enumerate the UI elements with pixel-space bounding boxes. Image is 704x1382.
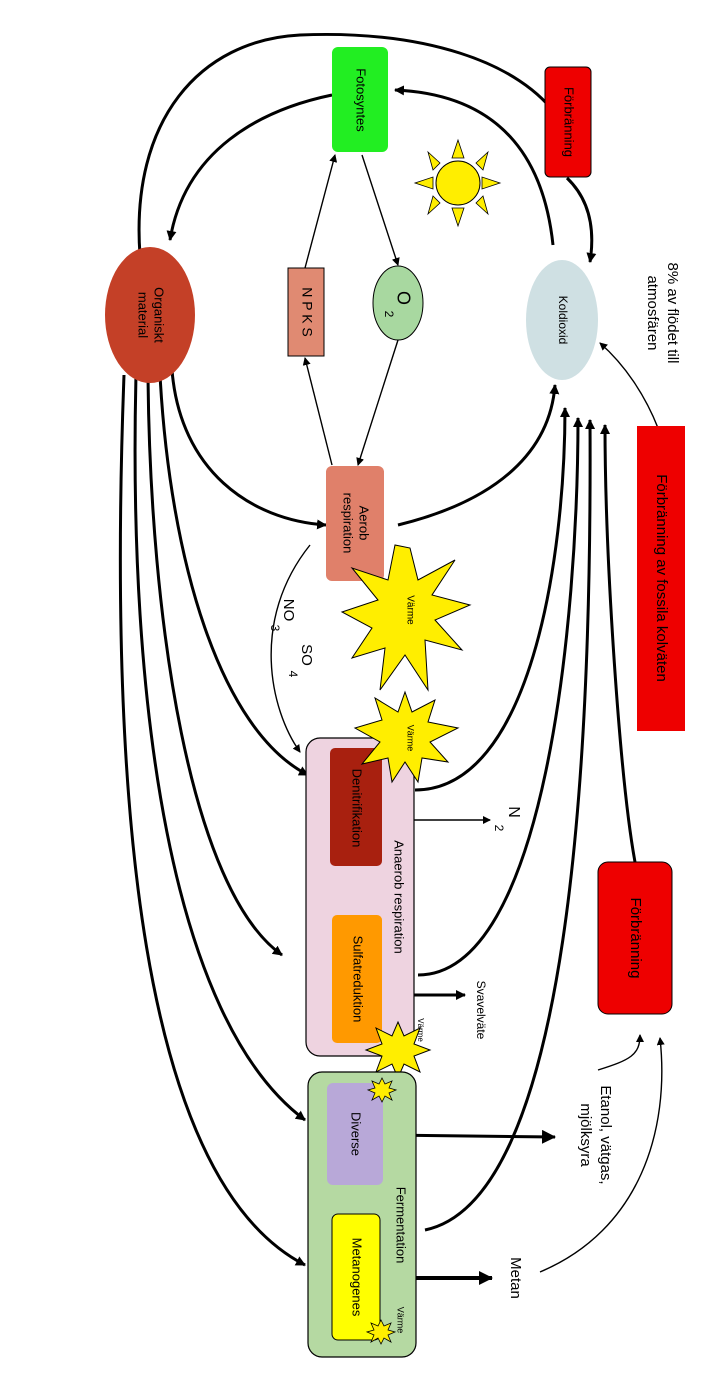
- denitrifikation-label: Denitrifikation: [350, 769, 365, 848]
- arrow-o2-to-aerob: [356, 339, 399, 466]
- fossil-node: Förbränning av fossila kolväten: [637, 426, 685, 731]
- arrow-organiskt-to-sulfatreduktion: [146, 374, 283, 957]
- arrow-sulfat-to-koldioxid: [417, 417, 583, 977]
- atmosfar-note: 8% av flödet till atmosfären: [644, 263, 681, 364]
- n2-label: N: [505, 806, 522, 818]
- forbranning-top-node: Förbränning: [544, 66, 592, 178]
- no3-label: NO: [280, 599, 297, 622]
- arrow-koldioxid-to-fotosyntes: [394, 85, 555, 246]
- o2-subscript: 2: [382, 311, 396, 318]
- so4-label: SO: [298, 644, 315, 666]
- fotosyntes-node: Fotosyntes: [332, 47, 388, 152]
- aerob-node: Aerob respiration: [326, 466, 384, 581]
- heat-label-medium: Värme: [406, 725, 416, 752]
- arrow-fermentation-to-koldioxid: [424, 419, 596, 1232]
- forbranning-top-label: Förbränning: [562, 87, 577, 157]
- fermentation-label: Fermentation: [394, 1187, 409, 1264]
- o2-node: O 2: [372, 265, 424, 341]
- heat-label-large: Värme: [404, 595, 415, 625]
- metanogenes-box: [331, 1213, 381, 1341]
- npks-label: N P K S: [299, 287, 315, 337]
- etanol-line1: Etanol, vätgas,: [597, 1085, 614, 1184]
- arrow-forbranning-to-koldioxid: [565, 176, 597, 263]
- atmos-line1: 8% av flödet till: [664, 263, 681, 364]
- atmos-line2: atmosfären: [644, 275, 661, 350]
- anaerob-group: Denitrifikation Anaerob respiration Sulf…: [305, 737, 415, 1057]
- fossil-label: Förbränning av fossila kolväten: [653, 474, 670, 682]
- electron-acceptors: NO 3 SO 4: [268, 599, 315, 678]
- fotosyntes-label: Fotosyntes: [354, 68, 369, 132]
- sulfatreduktion-box: [332, 915, 382, 1043]
- diverse-label: Diverse: [349, 1112, 364, 1156]
- heat-burst-medium: Värme: [353, 690, 460, 784]
- npks-box: [287, 267, 325, 357]
- etanol-line2: mjölksyra: [577, 1103, 594, 1167]
- o2-label: O: [393, 291, 413, 305]
- heat-burst-tiny-diverse: [366, 1077, 398, 1103]
- metan-label: Metan: [507, 1257, 524, 1299]
- heat-burst-tiny-metanogenes: [365, 1319, 397, 1345]
- o2-ellipse: [372, 265, 424, 341]
- arrow-aerob-to-anaerob: [270, 544, 311, 753]
- forbranning-right-box: [597, 861, 673, 1015]
- organiskt-material-node: Organiskt material: [105, 247, 195, 383]
- arrow-etanol-to-forbranning: [597, 1034, 644, 1071]
- organiskt-label-line2: material: [136, 292, 151, 338]
- fossil-box: [637, 426, 685, 731]
- sun-icon: [413, 138, 502, 228]
- arrow-organiskt-to-diverse: [133, 374, 306, 1122]
- organiskt-ellipse: [105, 247, 195, 383]
- arrow-fotosyntes-to-o2: [361, 154, 400, 266]
- etanol-product: Etanol, vätgas, mjölksyra: [577, 1085, 614, 1184]
- diverse-box: [327, 1083, 383, 1185]
- heat-label-small: Värme: [416, 1018, 425, 1042]
- koldioxid-ellipse: [526, 260, 598, 380]
- sulfatreduktion-label: Sulfatreduktion: [351, 936, 366, 1023]
- svavelvate-label: Svavelväte: [474, 981, 488, 1040]
- forbranning-top-box: [544, 66, 592, 178]
- aerob-label-line2: respiration: [341, 493, 356, 554]
- forbranning-right-node: Förbränning: [597, 861, 673, 1015]
- koldioxid-label: Koldioxid: [556, 296, 570, 345]
- no3-subscript: 3: [268, 625, 282, 632]
- arrow-npks-to-fotosyntes: [304, 154, 338, 269]
- arrow-anaerob-to-koldioxid: [414, 407, 570, 792]
- arrow-organiskt-to-denitrifikation: [158, 374, 309, 777]
- arrow-forbranning-right-to-koldioxid: [600, 424, 637, 863]
- arrow-metan-to-forbranning: [539, 1037, 665, 1273]
- anaerob-label: Anaerob respiration: [392, 840, 407, 953]
- metanogenes-label: Metanogenes: [350, 1238, 365, 1317]
- arrow-fotosyntes-to-organiskt: [166, 93, 333, 241]
- arrow-fossil-to-koldioxid: [599, 342, 659, 429]
- arrow-organiskt-to-metanogenes: [118, 374, 306, 1267]
- arrow-organiskt-to-top-loop: [137, 32, 562, 256]
- so4-subscript: 4: [286, 671, 300, 678]
- fotosyntes-box: [332, 47, 388, 152]
- denitrifikation-box: [330, 748, 382, 866]
- aerob-label-line1: Aerob: [357, 506, 372, 541]
- n2-product: N 2: [492, 806, 522, 831]
- heat-burst-large: Värme: [340, 544, 472, 692]
- arrow-aerob-to-npks: [302, 357, 333, 466]
- forbranning-right-label: Förbränning: [627, 898, 644, 979]
- n2-subscript: 2: [492, 825, 506, 832]
- arrow-aerob-to-koldioxid: [397, 384, 560, 527]
- npks-node: N P K S: [287, 267, 325, 357]
- fermentation-group: Diverse Fermentation Metanogenes Värme: [307, 1071, 417, 1358]
- flow-arrows: [118, 32, 665, 1285]
- arrow-organiskt-to-aerob: [170, 369, 327, 530]
- aerob-box: [326, 466, 384, 581]
- koldioxid-node: Koldioxid: [526, 260, 598, 380]
- organiskt-label-line1: Organiskt: [152, 287, 167, 343]
- heat-label-fermentation: Värme: [396, 1307, 406, 1334]
